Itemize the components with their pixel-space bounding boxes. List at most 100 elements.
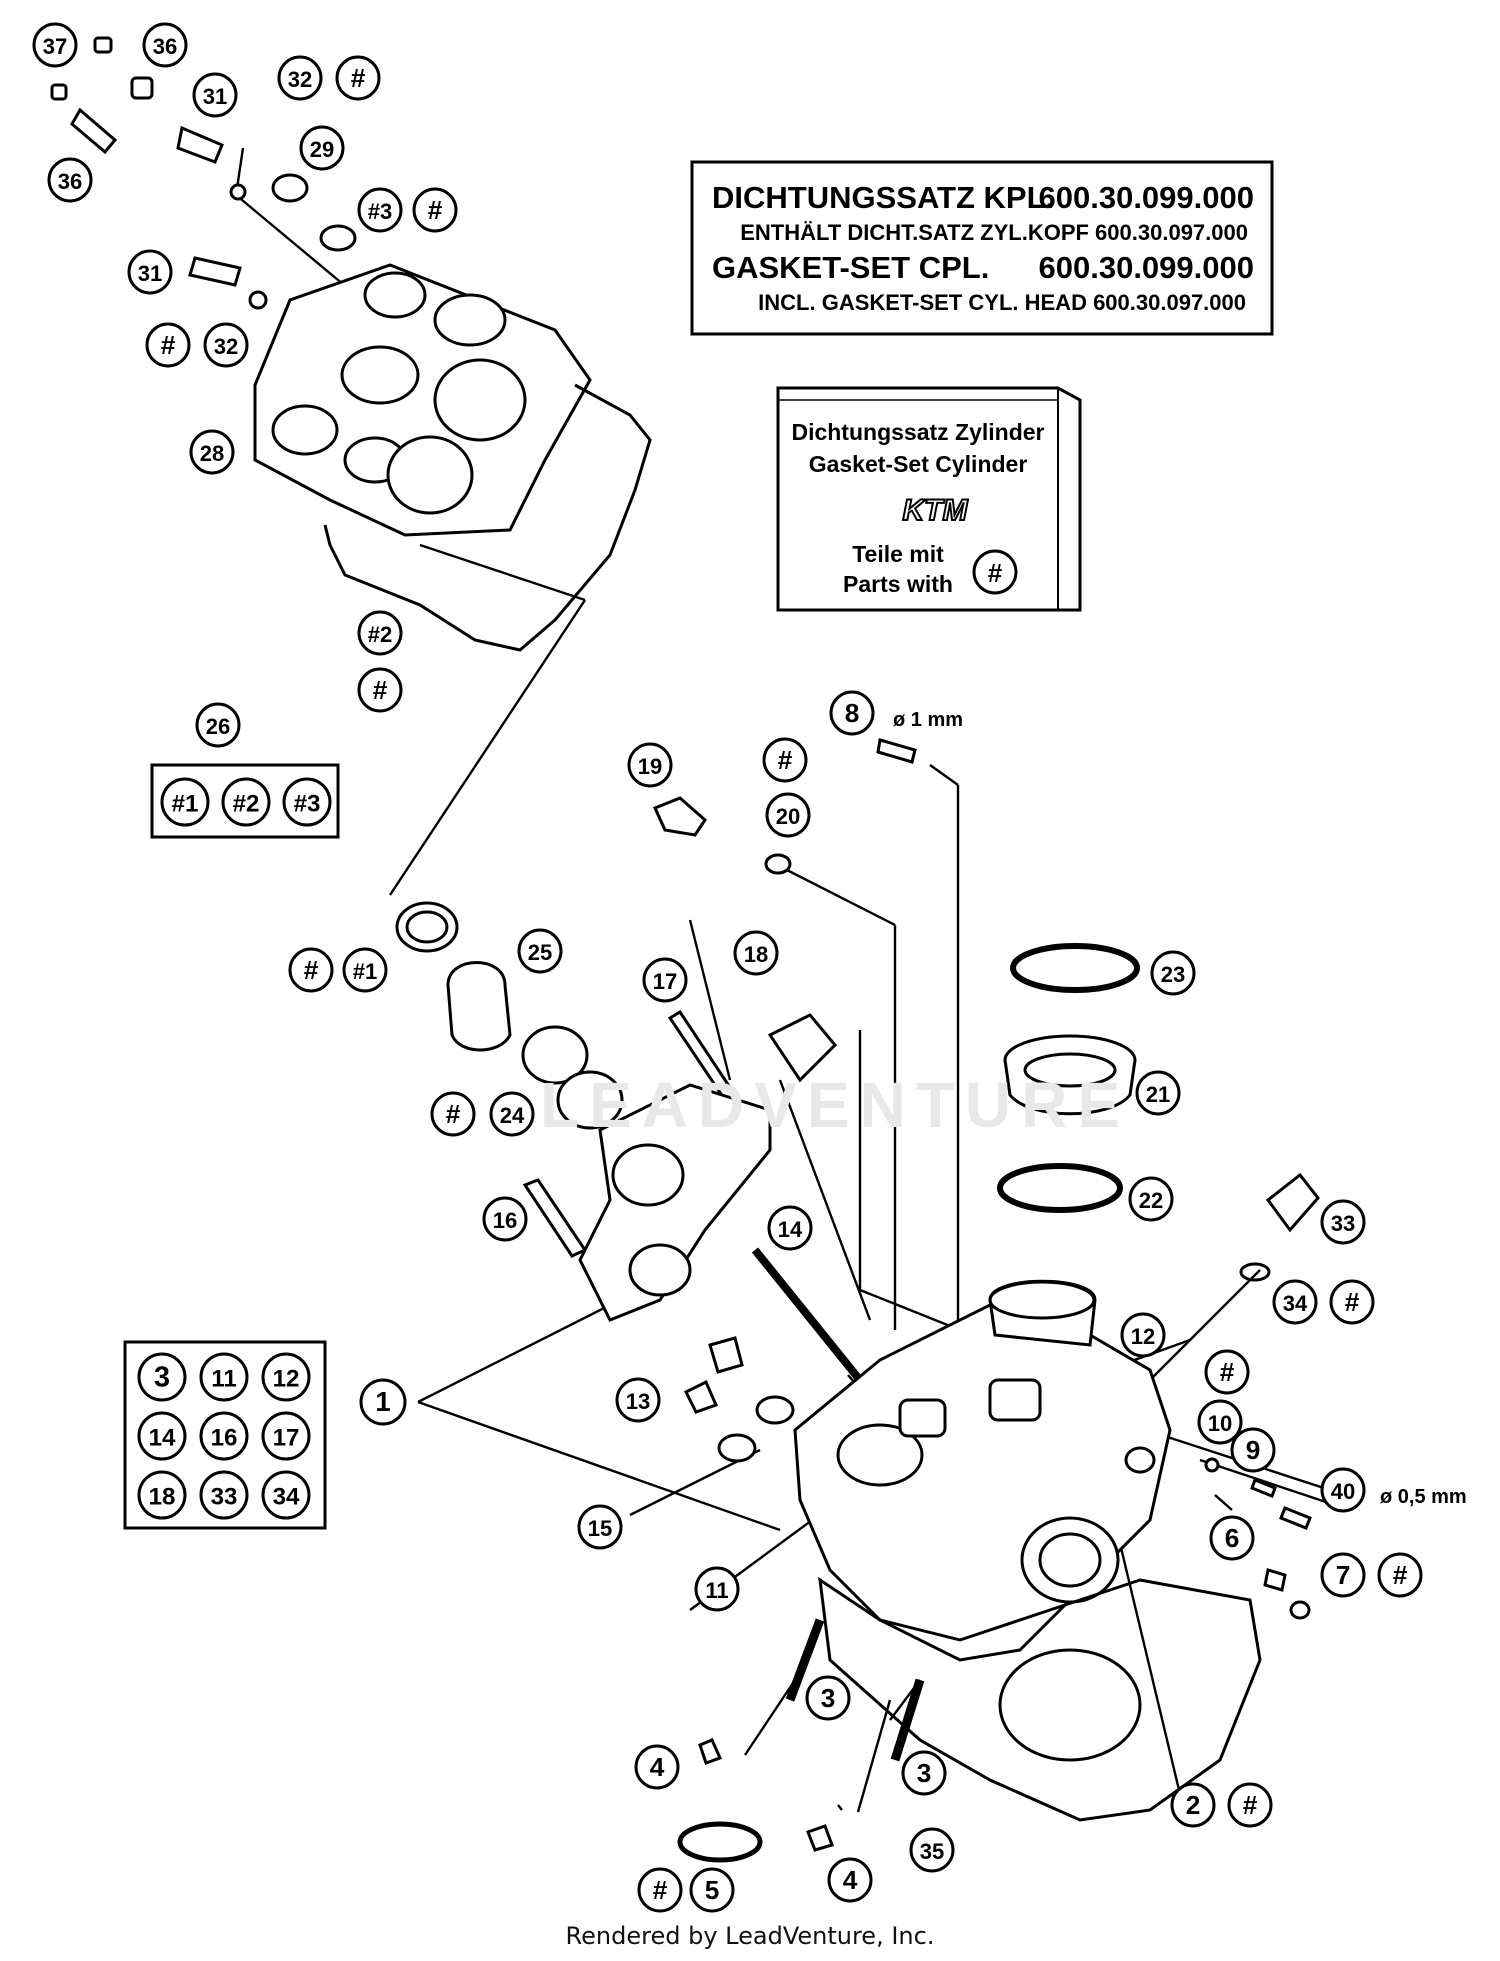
- callout-41-label: 6: [1225, 1523, 1240, 1553]
- group-1-item-4-label: 16: [211, 1425, 238, 1452]
- group-26-item-0-circle: [160, 777, 210, 827]
- callout-50-circle: [909, 1827, 955, 1873]
- kit-box: Dichtungssatz Zylinder Gasket-Set Cylind…: [776, 386, 1082, 612]
- callout-15-circle: [829, 690, 875, 736]
- callout-38-circle: [1230, 1427, 1276, 1473]
- callout-43-label: #: [1393, 1560, 1408, 1590]
- callout-46-label: 3: [917, 1758, 932, 1788]
- callout-19: #: [288, 947, 334, 993]
- callout-2-circle: [47, 157, 93, 203]
- group-1-item-5-label: 17: [273, 1425, 300, 1452]
- callout-32-label: 34: [1283, 1291, 1308, 1316]
- group-26-item-2: #3: [282, 777, 332, 827]
- group-1-item-2-label: 12: [273, 1366, 300, 1393]
- callout-0-circle: [32, 22, 78, 68]
- callout-25: #: [430, 1091, 476, 1137]
- callout-9-circle: [127, 249, 173, 295]
- kit-line4: Parts with: [843, 571, 953, 597]
- callout-42: 7: [1320, 1552, 1366, 1598]
- group-1-item-4: 16: [199, 1411, 249, 1461]
- gasket-line3-number: 600.30.099.000: [1039, 250, 1255, 285]
- callout-10: #: [145, 322, 191, 368]
- callout-27-label: 21: [1146, 1082, 1171, 1107]
- gasket-line2: ENTHÄLT DICHT.SATZ ZYL.KOPF 600.30.097.0…: [740, 220, 1248, 245]
- callout-43: #: [1377, 1552, 1423, 1598]
- callout-25-circle: [430, 1091, 476, 1137]
- callout-10-circle: [145, 322, 191, 368]
- callout-group-26-label: 26: [206, 714, 231, 739]
- callout-35-label: #: [1220, 1357, 1235, 1387]
- callout-group-1: 1: [359, 1378, 407, 1426]
- callout-8-circle: [412, 187, 458, 233]
- gasket-line4: INCL. GASKET-SET CYL. HEAD 600.30.097.00…: [758, 290, 1246, 315]
- callout-22-label: 18: [744, 942, 769, 967]
- callout-20-label: #1: [353, 959, 378, 984]
- callout-40-circle: [577, 1504, 623, 1550]
- gasket-line1-label: DICHTUNGSSATZ KPL.: [712, 180, 1054, 215]
- callout-42-circle: [1320, 1552, 1366, 1598]
- callout-14: #: [357, 667, 403, 713]
- callout-51: 4: [827, 1857, 873, 1903]
- callout-33-label: #: [1345, 1287, 1360, 1317]
- watermark: LEADVENTURE: [540, 1069, 1131, 1141]
- callout-7-label: #3: [368, 199, 393, 224]
- callout-20-circle: [342, 947, 388, 993]
- callout-5-label: #: [351, 63, 366, 93]
- callout-12: 28: [189, 429, 235, 475]
- callout-53-circle: [689, 1867, 735, 1913]
- callout-7-circle: [357, 187, 403, 233]
- group-1-item-1-label: 11: [211, 1366, 237, 1393]
- callout-41: 6: [1209, 1515, 1255, 1561]
- kit-line3: Teile mit: [852, 541, 944, 567]
- callout-53: 5: [689, 1867, 735, 1913]
- group-1-item-0-circle: [137, 1352, 187, 1402]
- group-1-item-8-circle: [261, 1470, 311, 1520]
- dimension-40: ø 0,5 mm: [1380, 1486, 1467, 1508]
- callout-24: 23: [1150, 950, 1196, 996]
- callout-21-label: 25: [528, 940, 553, 965]
- callout-8-label: #: [428, 195, 443, 225]
- group-1-item-1: 11: [199, 1352, 249, 1402]
- callout-3: 31: [192, 72, 238, 118]
- callout-10-label: #: [161, 330, 176, 360]
- callout-7: #3: [357, 187, 403, 233]
- callout-29-circle: [482, 1196, 528, 1242]
- group-26-item-2-circle: [282, 777, 332, 827]
- callout-34-circle: [1120, 1312, 1166, 1358]
- callout-30: 14: [767, 1205, 813, 1251]
- callout-25-label: #: [446, 1099, 461, 1129]
- group-1-item-7-circle: [199, 1470, 249, 1520]
- group-26-item-0-label: #1: [172, 791, 199, 818]
- callout-45-circle: [805, 1675, 851, 1721]
- callout-34: 12: [1120, 1312, 1166, 1358]
- callout-22: 18: [733, 930, 779, 976]
- callout-16-circle: [627, 742, 673, 788]
- gasket-line3-label: GASKET-SET CPL.: [712, 250, 989, 285]
- callout-52-circle: [637, 1867, 683, 1913]
- callout-33: #: [1329, 1279, 1375, 1325]
- callout-42-label: 7: [1336, 1560, 1351, 1590]
- part-drawings: [50, 36, 1320, 1863]
- callout-34-label: 12: [1131, 1324, 1156, 1349]
- callout-3-circle: [192, 72, 238, 118]
- callout-15-label: 8: [845, 698, 860, 728]
- callout-40-label: 15: [588, 1516, 613, 1541]
- callout-13-circle: [357, 610, 403, 656]
- callout-5-circle: [335, 55, 381, 101]
- callout-11-label: 32: [214, 334, 239, 359]
- callout-4-circle: [277, 55, 323, 101]
- group-1-item-6-circle: [137, 1470, 187, 1520]
- callout-28-circle: [1128, 1176, 1174, 1222]
- callout-39-circle: [1320, 1467, 1366, 1513]
- group-1-item-5: 17: [261, 1411, 311, 1461]
- callout-4: 32: [277, 55, 323, 101]
- callout-35-circle: [1204, 1349, 1250, 1395]
- callout-22-circle: [733, 930, 779, 976]
- group-1-item-8-label: 34: [273, 1484, 300, 1511]
- callout-group-1-label: 1: [375, 1386, 390, 1417]
- callout-group-1-circle: [359, 1378, 407, 1426]
- callout-52-label: #: [653, 1875, 668, 1905]
- callout-0: 37: [32, 22, 78, 68]
- callout-13-label: #2: [368, 622, 393, 647]
